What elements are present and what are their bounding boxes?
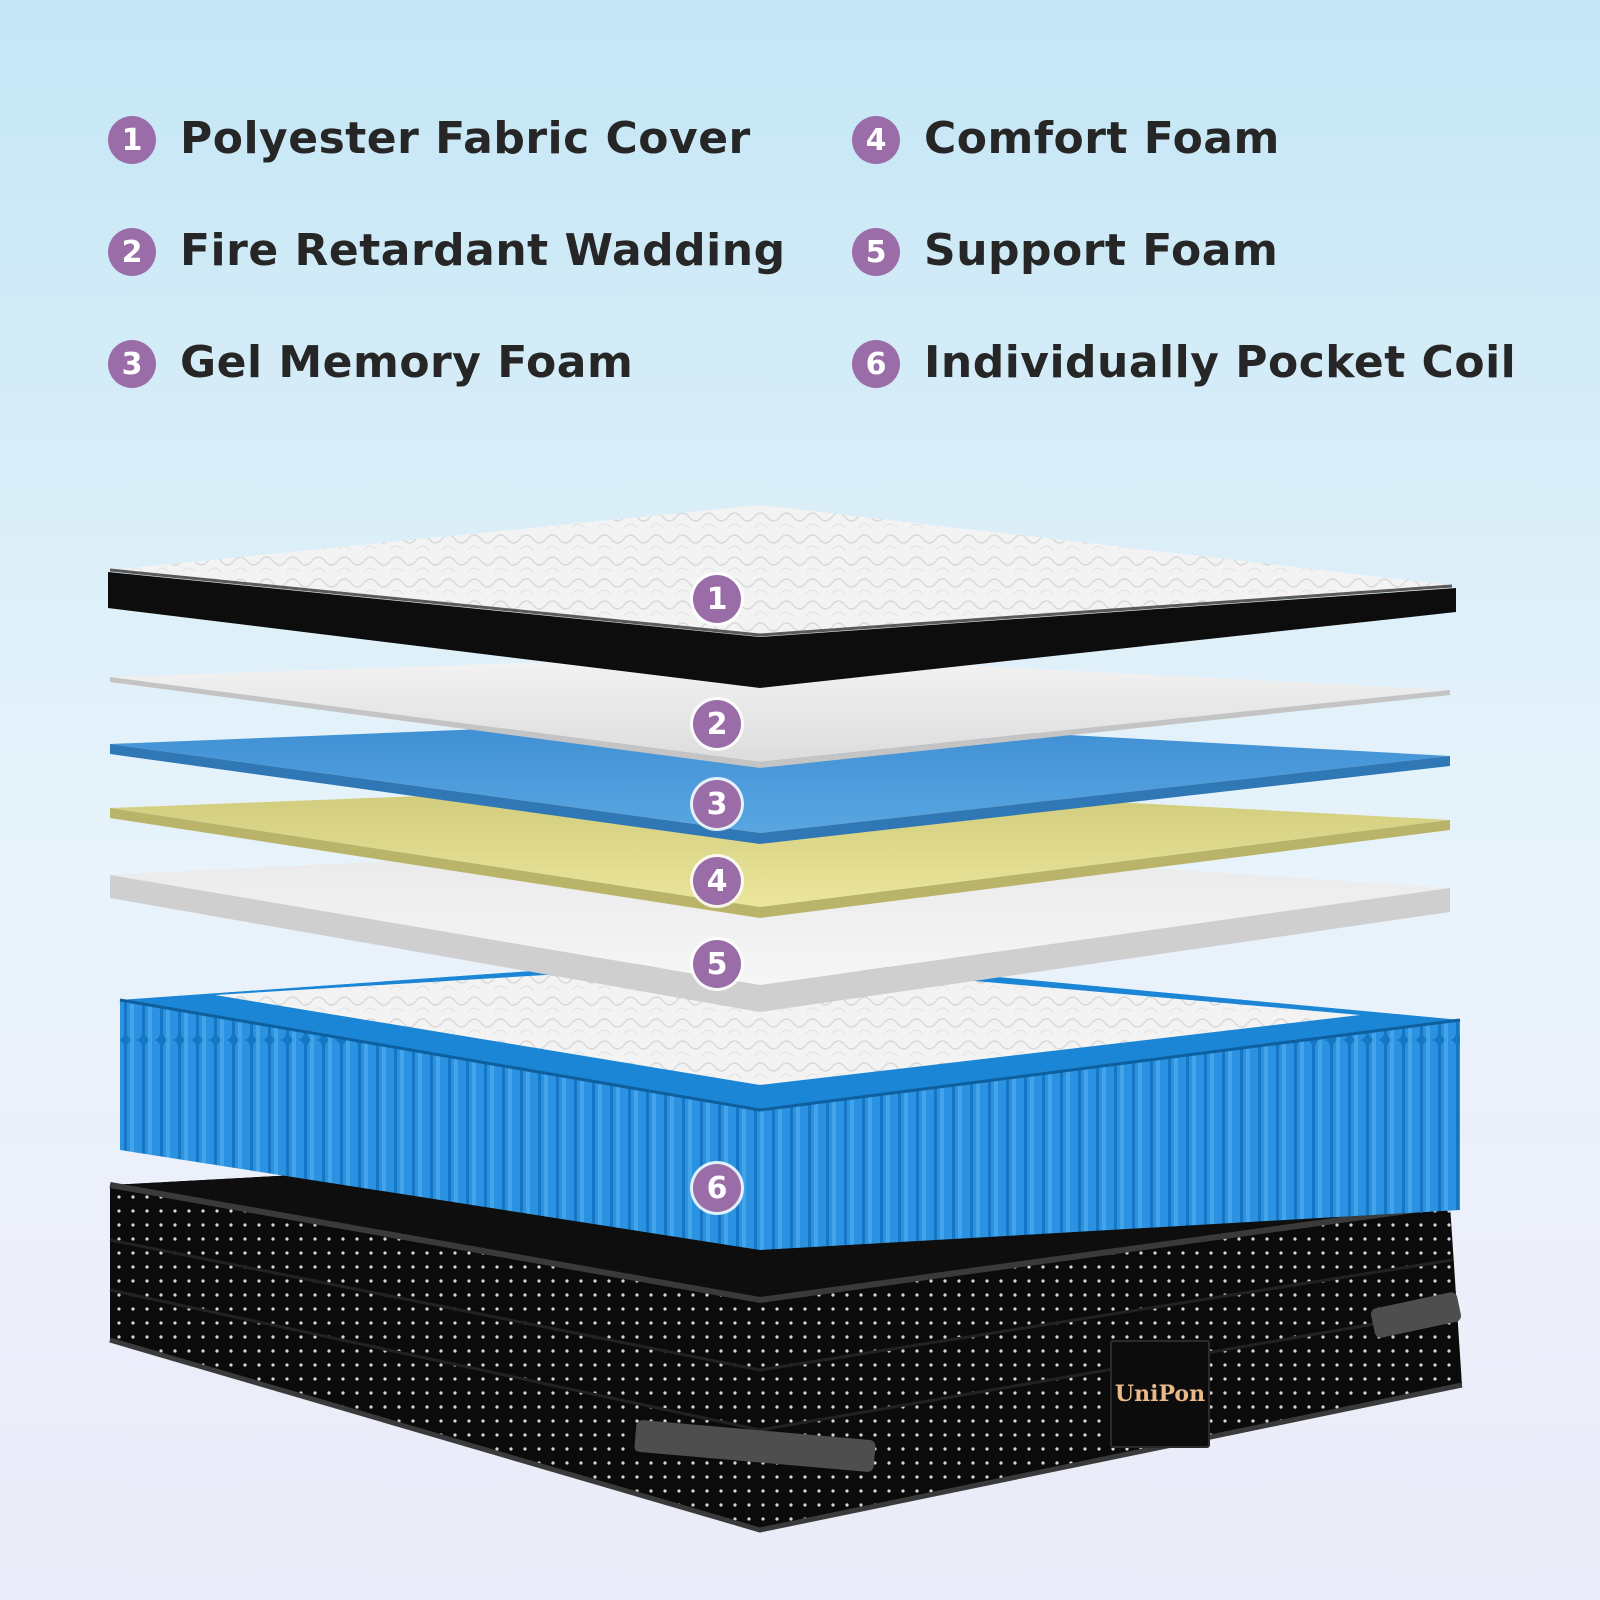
legend-label-4: Comfort Foam: [924, 112, 1280, 164]
layer-marker-4: 4: [693, 857, 741, 905]
layer-marker-6: 6: [693, 1164, 741, 1212]
gel-memory-foam-layer: [110, 718, 1450, 844]
legend-label-3: Gel Memory Foam: [180, 336, 634, 388]
number-badge-5: 5: [852, 228, 900, 276]
legend-item-2: 2 Fire Retardant Wadding: [108, 220, 786, 280]
number-badge-2: 2: [108, 228, 156, 276]
number-badge-6: 6: [852, 340, 900, 388]
mattress-illustration: [108, 505, 1463, 1533]
fabric-cover-layer: [108, 505, 1456, 688]
legend-label-1: Polyester Fabric Cover: [180, 112, 751, 164]
legend-item-5: 5 Support Foam: [852, 220, 1278, 280]
comfort-foam-layer: [110, 783, 1450, 918]
layer-marker-3: 3: [693, 780, 741, 828]
legend-label-2: Fire Retardant Wadding: [180, 224, 786, 276]
layer-marker-2: 2: [693, 700, 741, 748]
number-badge-3: 3: [108, 340, 156, 388]
legend-item-1: 1 Polyester Fabric Cover: [108, 108, 751, 168]
number-badge-4: 4: [852, 116, 900, 164]
pocket-coil-layer: [119, 955, 1461, 1250]
legend-item-3: 3 Gel Memory Foam: [108, 332, 633, 392]
legend-item-6: 6 Individually Pocket Coil: [852, 332, 1516, 392]
mattress-exploded-view: 1 2 3 4 5 6: [0, 480, 1600, 1600]
layer-legend: 1 Polyester Fabric Cover 2 Fire Retardan…: [0, 0, 1600, 420]
number-badge-1: 1: [108, 116, 156, 164]
legend-label-6: Individually Pocket Coil: [924, 336, 1517, 388]
legend-label-5: Support Foam: [924, 224, 1279, 276]
layer-marker-1: 1: [693, 575, 741, 623]
brand-logo-tag: UniPon: [1110, 1340, 1210, 1448]
layer-marker-5: 5: [693, 940, 741, 988]
legend-item-4: 4 Comfort Foam: [852, 108, 1280, 168]
fire-retardant-wadding-layer: [110, 655, 1450, 768]
